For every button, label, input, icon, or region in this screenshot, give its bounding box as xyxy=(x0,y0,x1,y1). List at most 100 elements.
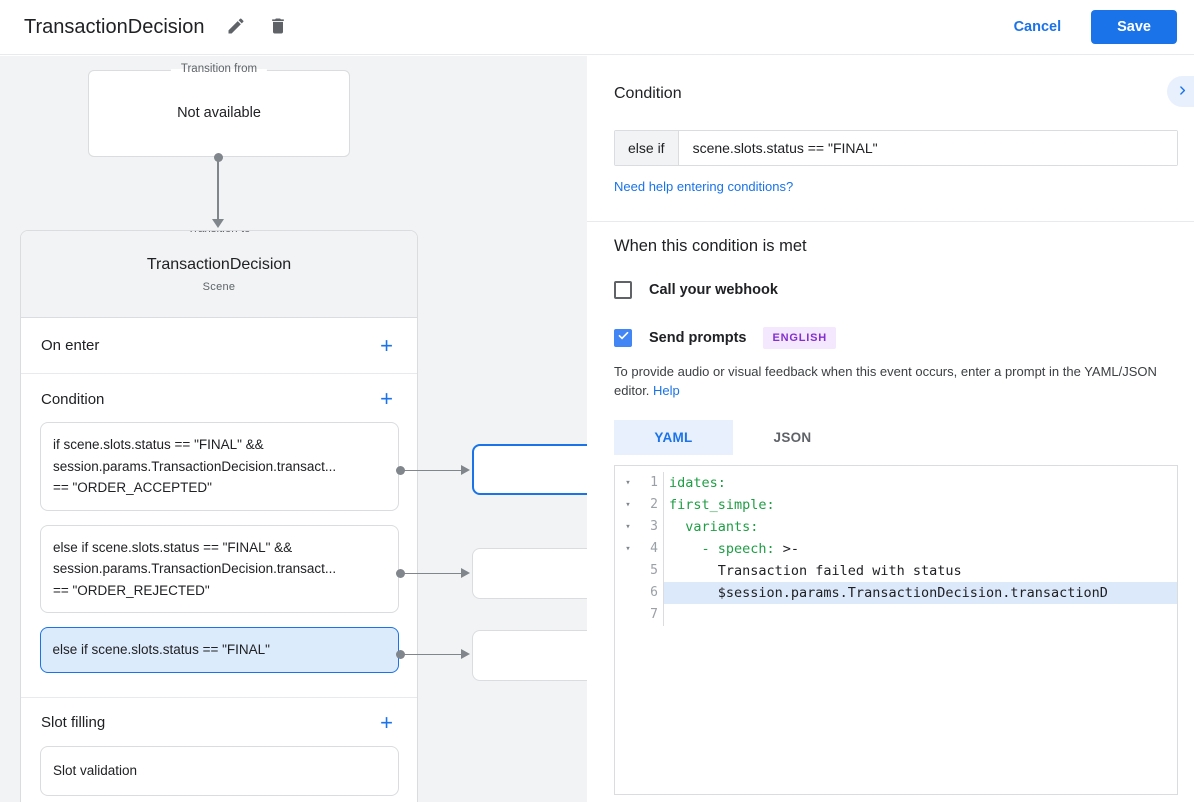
condition-input-group: else if xyxy=(614,130,1178,166)
pencil-icon xyxy=(226,16,246,39)
code-segment: - speech: xyxy=(669,541,775,557)
code-line[interactable]: 5 Transaction failed with status xyxy=(615,560,1177,582)
condition-editor-panel: Condition else if Need help entering con… xyxy=(587,56,1194,802)
condition-prefix: else if xyxy=(615,131,679,165)
connector-line xyxy=(400,653,461,655)
code-line[interactable]: ▾ 3 variants: xyxy=(615,516,1177,538)
send-prompts-checkbox[interactable] xyxy=(614,329,632,347)
transition-from-legend: Transition from xyxy=(170,63,268,75)
condition-card-line: session.params.TransactionDecision.trans… xyxy=(53,458,337,474)
chevron-right-icon xyxy=(1176,84,1189,100)
code-text: Transaction failed with status xyxy=(664,560,1177,582)
code-line[interactable]: ▾ 2 first_simple: xyxy=(615,494,1177,516)
scene-header[interactable]: TransactionDecision Scene xyxy=(21,231,417,318)
add-condition-icon[interactable]: + xyxy=(380,386,393,411)
transition-to-legend: Transition to xyxy=(177,231,261,235)
send-prompts-row: Send prompts ENGLISH xyxy=(614,327,1178,349)
top-bar: TransactionDecision Cancel Save xyxy=(0,0,1194,55)
edit-title-button[interactable] xyxy=(226,16,246,39)
editor-tabs: YAML JSON xyxy=(614,420,1178,455)
arrow-right-icon xyxy=(461,464,470,475)
code-segment: idates: xyxy=(669,475,726,491)
transition-target-box[interactable] xyxy=(472,444,587,495)
slot-filling-label: Slot filling xyxy=(41,714,106,731)
code-text xyxy=(664,604,1177,626)
line-number: 7 xyxy=(641,604,664,626)
connector-line xyxy=(217,157,219,219)
scene-subtitle: Scene xyxy=(202,280,236,293)
condition-card-line: == "ORDER_REJECTED" xyxy=(53,582,210,598)
condition-card[interactable]: else if scene.slots.status == "FINAL" &&… xyxy=(40,524,399,613)
slot-filling-section: Slot filling + Slot validation xyxy=(21,696,417,796)
cancel-button[interactable]: Cancel xyxy=(1013,19,1062,35)
fold-arrow-icon[interactable]: ▾ xyxy=(625,478,631,488)
line-number: 6 xyxy=(641,582,664,604)
collapse-panel-button[interactable] xyxy=(1167,76,1194,107)
help-link[interactable]: Help xyxy=(653,383,680,398)
connector-line xyxy=(400,469,461,471)
transition-to-card: Transition to TransactionDecision Scene … xyxy=(20,230,418,802)
send-prompts-label: Send prompts xyxy=(649,330,747,346)
editor-hint: To provide audio or visual feedback when… xyxy=(614,364,1157,398)
trash-icon xyxy=(268,16,288,39)
save-button[interactable]: Save xyxy=(1091,10,1177,44)
code-line[interactable]: 7 xyxy=(615,604,1177,626)
code-segment: >- xyxy=(774,541,800,557)
condition-card-line: else if scene.slots.status == "FINAL" xyxy=(52,642,270,657)
tab-json[interactable]: JSON xyxy=(773,430,812,445)
conditions-help-link[interactable]: Need help entering conditions? xyxy=(614,179,794,194)
checkmark-icon xyxy=(617,329,630,347)
condition-card-line: if scene.slots.status == "FINAL" && xyxy=(53,437,264,452)
code-text: idates: xyxy=(664,472,1177,494)
line-number: 2 xyxy=(641,494,664,516)
fold-arrow-icon[interactable]: ▾ xyxy=(625,500,631,510)
condition-card-list: if scene.slots.status == "FINAL" && sessi… xyxy=(40,422,399,673)
code-text: $session.params.TransactionDecision.tran… xyxy=(664,582,1177,604)
code-line[interactable]: ▾ 4 - speech: >- xyxy=(615,538,1177,560)
call-webhook-label: Call your webhook xyxy=(649,282,778,298)
condition-section: Condition + if scene.slots.status == "FI… xyxy=(21,374,417,697)
condition-card[interactable]: else if scene.slots.status == "FINAL" xyxy=(40,627,399,673)
on-enter-label: On enter xyxy=(41,337,100,354)
call-webhook-checkbox[interactable] xyxy=(614,281,632,299)
code-segment: first_simple: xyxy=(669,497,775,513)
panel-divider xyxy=(587,221,1194,222)
slot-validation-label: Slot validation xyxy=(53,763,138,778)
panel-heading: Condition xyxy=(614,85,682,102)
condition-card-line: == "ORDER_ACCEPTED" xyxy=(53,480,212,495)
condition-section-label: Condition xyxy=(41,390,105,408)
line-number: 4 xyxy=(641,538,664,560)
arrow-down-icon xyxy=(212,219,224,228)
flow-canvas: Transition from Not available Transition… xyxy=(0,56,587,802)
slot-validation-card[interactable]: Slot validation xyxy=(40,745,399,796)
language-badge: ENGLISH xyxy=(763,327,836,349)
transition-target-box[interactable] xyxy=(472,548,587,599)
delete-scene-button[interactable] xyxy=(268,16,288,39)
on-enter-row[interactable]: On enter + xyxy=(21,318,417,374)
condition-card-line: session.params.TransactionDecision.trans… xyxy=(53,561,337,576)
fold-arrow-icon[interactable]: ▾ xyxy=(625,544,631,554)
transition-target-box[interactable] xyxy=(472,630,587,681)
condition-card[interactable]: if scene.slots.status == "FINAL" && sessi… xyxy=(40,422,399,511)
fold-arrow-icon[interactable]: ▾ xyxy=(625,522,631,532)
arrow-right-icon xyxy=(461,567,470,578)
arrow-right-icon xyxy=(461,648,470,659)
code-text: - speech: >- xyxy=(664,538,1177,560)
page-title: TransactionDecision xyxy=(24,15,205,38)
add-slot-icon[interactable]: + xyxy=(380,709,393,735)
code-segment: $session.params.TransactionDecision.tran… xyxy=(669,585,1108,601)
webhook-row: Call your webhook xyxy=(614,281,1178,299)
tab-yaml[interactable]: YAML xyxy=(614,420,733,455)
when-condition-heading: When this condition is met xyxy=(614,237,807,255)
line-number: 3 xyxy=(641,516,664,538)
code-segment: Transaction failed with status xyxy=(669,563,962,579)
transition-from-box[interactable]: Transition from Not available xyxy=(88,63,350,157)
condition-input[interactable] xyxy=(678,131,1177,165)
scene-title: TransactionDecision xyxy=(146,255,292,273)
add-on-enter-icon[interactable]: + xyxy=(380,332,393,358)
code-segment: variants: xyxy=(669,519,759,535)
code-line[interactable]: 6 $session.params.TransactionDecision.tr… xyxy=(615,582,1177,604)
